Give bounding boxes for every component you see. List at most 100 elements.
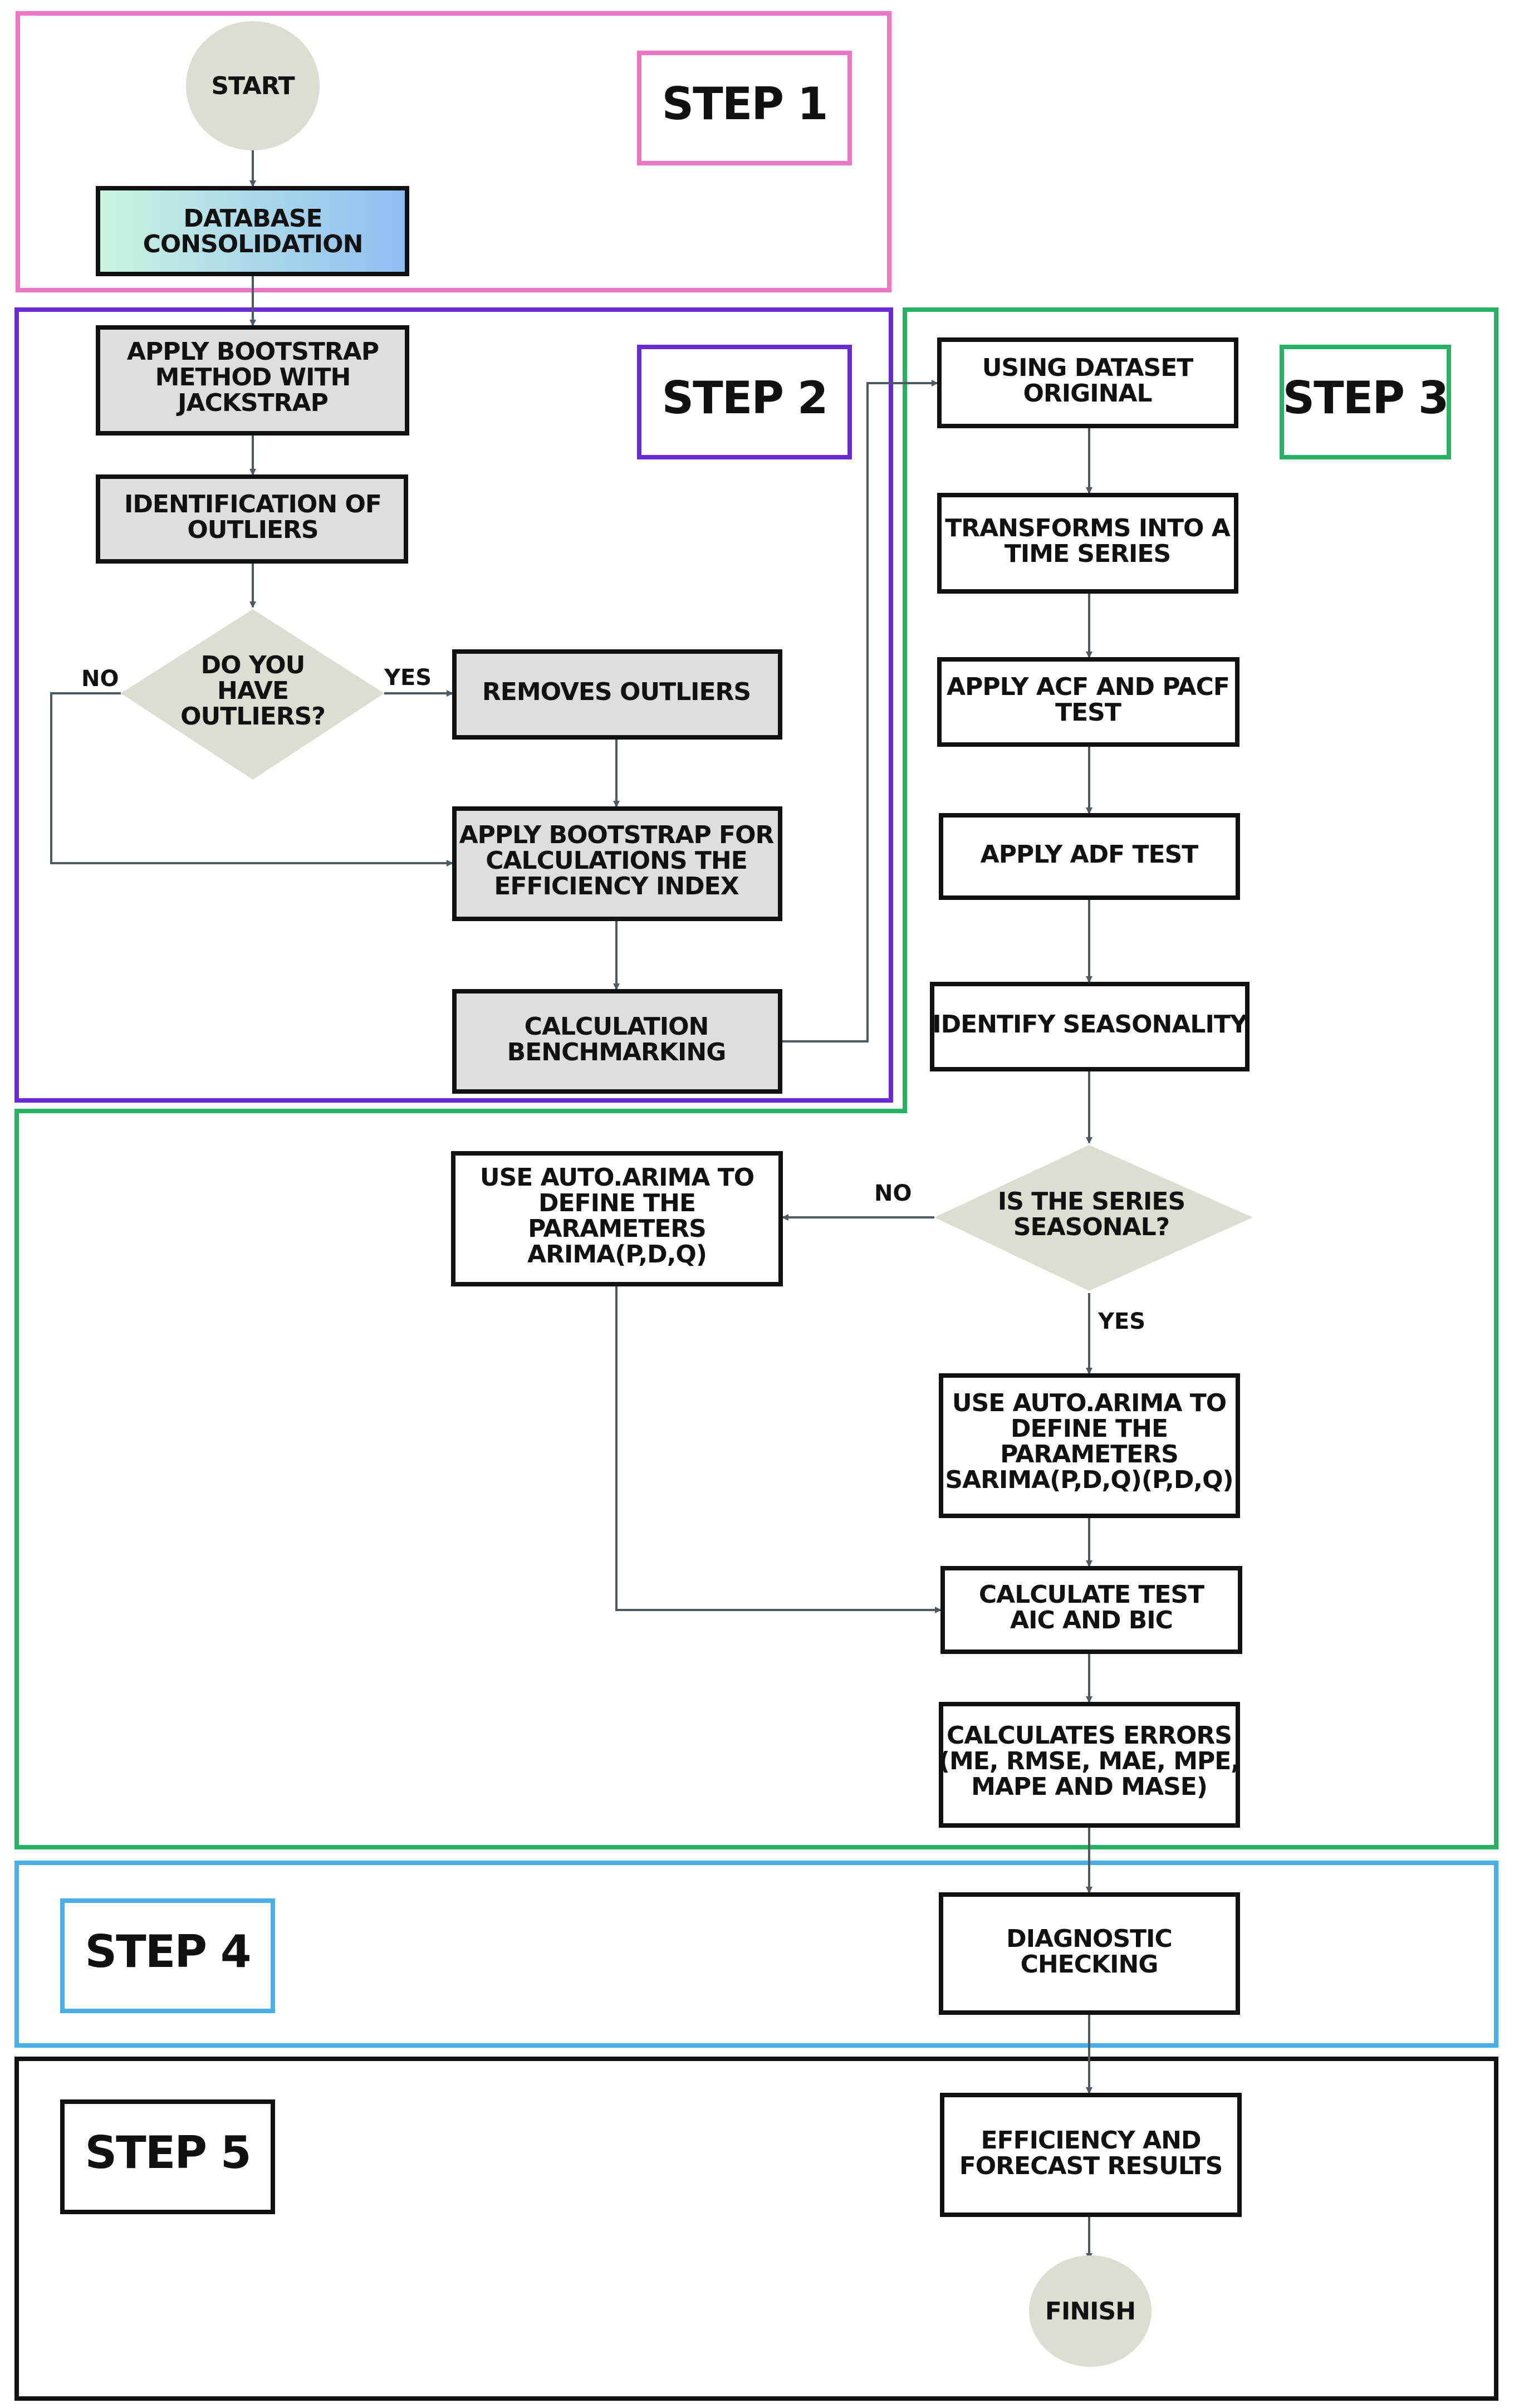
node-label-line: TRANSFORMS INTO A <box>945 514 1231 542</box>
node-label-line: AIC AND BIC <box>1010 1606 1173 1634</box>
svg-text:START: START <box>211 72 295 100</box>
node-label-line: ORIGINAL <box>1023 379 1152 408</box>
node-label-line: (ME, RMSE, MAE, MPE, <box>939 1747 1239 1775</box>
node-label-line: TIME SERIES <box>1005 540 1170 568</box>
edge-label-seasonal-no: NO <box>874 1181 912 1206</box>
edge-label-outliers-yes: YES <box>384 665 432 691</box>
node-label-line: FORECAST RESULTS <box>959 2152 1223 2180</box>
step4-label: STEP 4 <box>85 1926 251 1978</box>
node-label-line: DO YOU <box>201 651 305 679</box>
node-label-line: APPLY ACF AND PACF <box>947 673 1229 701</box>
node-label-line: CALCULATIONS THE <box>486 846 747 875</box>
node-label-line: TEST <box>1055 698 1121 727</box>
node-label-line: CALCULATES ERRORS <box>947 1721 1232 1750</box>
node-label-line: OUTLIERS <box>187 516 318 544</box>
node-label-line: USE AUTO.ARIMA TO <box>952 1389 1226 1417</box>
node-label-line: JACKSTRAP <box>176 389 328 417</box>
step3-frame <box>14 307 1498 1849</box>
node-label-line: APPLY BOOTSTRAP <box>127 337 379 366</box>
start-terminal: START <box>186 21 320 150</box>
node-label-line: USE AUTO.ARIMA TO <box>480 1163 754 1192</box>
step2-frame <box>14 307 893 1103</box>
node-label-line: HAVE <box>217 677 288 705</box>
step1-frame <box>16 11 891 292</box>
errors-box: CALCULATES ERRORS(ME, RMSE, MAE, MPE,MAP… <box>939 1702 1240 1828</box>
svg-text:IDENTIFY SEASONALITY: IDENTIFY SEASONALITY <box>932 1010 1248 1039</box>
step5-label: STEP 5 <box>85 2127 251 2179</box>
node-label-line: IDENTIFICATION OF <box>124 490 381 518</box>
node-label-line: CHECKING <box>1021 1950 1158 1979</box>
edge-decision-no <box>50 692 453 867</box>
edge-arima-aic <box>615 1284 942 1613</box>
node-label-line: EFFICIENCY INDEX <box>494 872 739 900</box>
node-label-line: APPLY ADF TEST <box>981 840 1199 869</box>
removes-outliers-box: REMOVES OUTLIERS <box>452 649 782 740</box>
node-label-line: USING DATASET <box>982 354 1194 382</box>
node-label-line: ARIMA(P,D,Q) <box>527 1240 707 1269</box>
node-label-line: METHOD WITH <box>155 363 351 391</box>
node-label-line: BENCHMARKING <box>507 1038 726 1066</box>
node-label-line: IS THE SERIES <box>998 1187 1185 1216</box>
node-label-line: SARIMA(P,D,Q)(P,D,Q) <box>945 1466 1233 1494</box>
step5-frame <box>14 2057 1498 2401</box>
edge-benchmark-dataset <box>781 380 938 1043</box>
node-label-line: PARAMETERS <box>528 1215 706 1243</box>
step1-label: STEP 1 <box>662 78 827 130</box>
node-label-line: OUTLIERS? <box>180 702 325 731</box>
node-label-line: DATABASE <box>183 204 322 233</box>
step4-frame <box>14 1861 1498 2048</box>
adf-test-box: APPLY ADF TEST <box>939 813 1240 900</box>
svg-text:CALCULATES ERRORS(ME, RMSE, MA: CALCULATES ERRORS(ME, RMSE, MAE, MPE,MAP… <box>939 1721 1239 1801</box>
step2-label-box: STEP 2 <box>637 345 852 459</box>
node-label-line: DEFINE THE <box>1011 1415 1168 1443</box>
node-label-line: DEFINE THE <box>538 1189 695 1217</box>
node-label-line: SEASONAL? <box>1013 1213 1169 1241</box>
svg-text:REMOVES OUTLIERS: REMOVES OUTLIERS <box>482 678 751 706</box>
node-label-line: START <box>211 72 295 100</box>
connectors <box>50 150 1092 2260</box>
step3-label: STEP 3 <box>1283 372 1448 424</box>
step2-label: STEP 2 <box>662 372 827 424</box>
node-label-line: REMOVES OUTLIERS <box>482 678 751 706</box>
step5-label-box: STEP 5 <box>60 2099 275 2214</box>
svg-text:APPLY ADF TEST: APPLY ADF TEST <box>981 840 1199 869</box>
node-label-line: DIAGNOSTIC <box>1006 1925 1172 1953</box>
step3-label-box: STEP 3 <box>1280 345 1451 459</box>
svg-text:FINISH: FINISH <box>1045 2297 1135 2326</box>
node-label-line: CALCULATION <box>525 1012 709 1041</box>
node-label-line: PARAMETERS <box>1000 1440 1178 1469</box>
node-label-line: MAPE AND MASE) <box>971 1773 1207 1801</box>
edge-label-outliers-no: NO <box>81 666 119 692</box>
node-label-line: EFFICIENCY AND <box>981 2126 1201 2155</box>
node-label-line: FINISH <box>1045 2297 1135 2326</box>
